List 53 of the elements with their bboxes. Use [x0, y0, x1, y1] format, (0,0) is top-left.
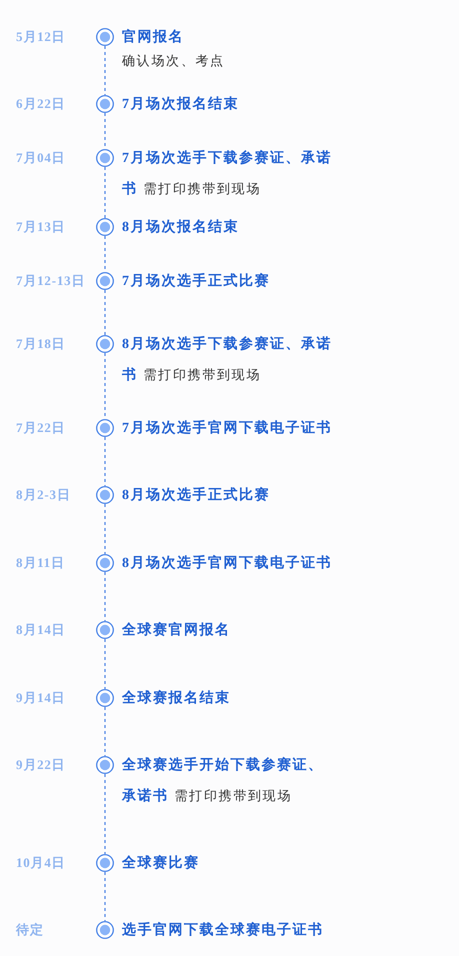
date-label: 7月12-13日	[16, 272, 86, 290]
event-title: 8月场次选手正式比赛	[122, 488, 270, 503]
timeline-dot-icon	[96, 272, 114, 290]
event-title: 选手官网下载全球赛电子证书	[122, 923, 324, 938]
date-label: 6月22日	[16, 95, 66, 113]
timeline-connector	[104, 290, 106, 336]
event-title: 7月场次选手正式比赛	[122, 274, 270, 289]
timeline-connector	[104, 872, 106, 922]
timeline-connector	[104, 436, 106, 486]
timeline-connector	[104, 572, 106, 622]
event-text: 7月场次选手下载参赛证、承诺书 需打印携带到现场	[122, 148, 333, 199]
date-label: 7月22日	[16, 419, 66, 437]
timeline-dot-icon	[96, 95, 114, 113]
date-label: 7月13日	[16, 218, 66, 236]
event-text: 全球赛选手开始下载参赛证、承诺书 需打印携带到现场	[122, 756, 324, 806]
event-title: 全球赛官网报名	[122, 623, 230, 638]
timeline-dot-icon	[96, 854, 114, 872]
event-title: 7月场次报名结束	[122, 97, 239, 112]
timeline-dot-icon	[96, 218, 114, 236]
timeline-dot-icon	[96, 28, 114, 46]
timeline-dot-icon	[96, 689, 114, 707]
timeline-dot-icon	[96, 149, 114, 167]
timeline-connector	[104, 46, 106, 96]
event-title: 全球赛报名结束	[122, 691, 230, 706]
event-title: 全球赛比赛	[122, 856, 200, 871]
timeline-dot-icon	[96, 335, 114, 353]
date-label: 7月18日	[16, 335, 66, 353]
event-title: 8月场次报名结束	[122, 220, 239, 235]
timeline-dot-icon	[96, 921, 114, 939]
event-text: 8月场次选手下载参赛证、承诺书 需打印携带到现场	[122, 334, 333, 385]
timeline-connector	[104, 504, 106, 554]
date-label: 待定	[16, 921, 44, 939]
date-label: 10月4日	[16, 854, 66, 872]
date-label: 8月14日	[16, 621, 66, 639]
date-label: 8月2-3日	[16, 486, 71, 504]
event-note: 确认场次、考点	[122, 53, 225, 69]
date-label: 9月14日	[16, 689, 66, 707]
timeline-dot-icon	[96, 554, 114, 572]
timeline-connector	[104, 166, 106, 218]
timeline-dot-icon	[96, 486, 114, 504]
date-label: 5月12日	[16, 28, 66, 46]
timeline-connector	[104, 706, 106, 756]
timeline-connector	[104, 774, 106, 854]
timeline-connector	[104, 638, 106, 690]
timeline-dot-icon	[96, 621, 114, 639]
event-title: 7月场次选手官网下载电子证书	[122, 421, 332, 436]
event-title: 8月场次选手官网下载电子证书	[122, 556, 332, 571]
event-title: 官网报名	[122, 30, 184, 45]
date-label: 7月04日	[16, 149, 66, 167]
timeline-dot-icon	[96, 756, 114, 774]
date-label: 9月22日	[16, 756, 66, 774]
date-label: 8月11日	[16, 554, 65, 572]
timeline-dot-icon	[96, 419, 114, 437]
